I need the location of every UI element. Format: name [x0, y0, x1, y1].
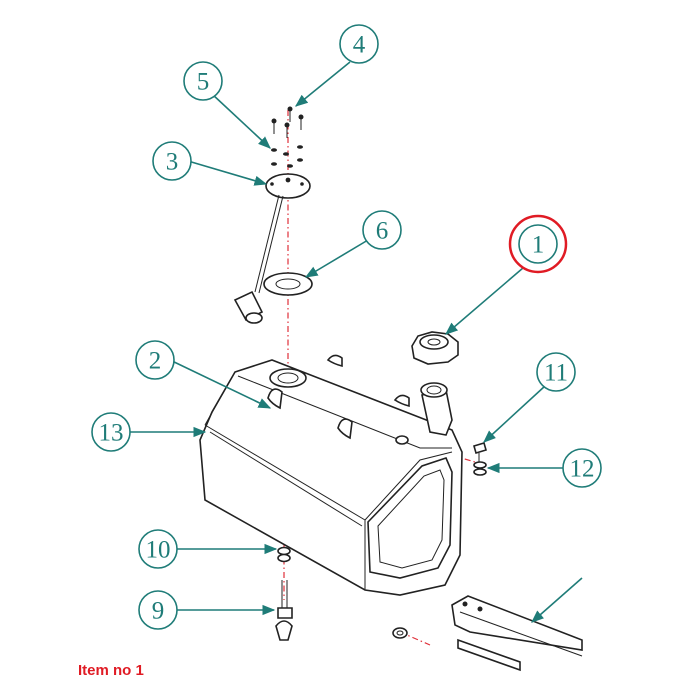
callout-1-label: 1: [532, 232, 545, 259]
callout-3: 3: [152, 141, 192, 181]
callout-4: 4: [339, 24, 379, 64]
leader-1: [445, 261, 531, 335]
leader-11: [483, 385, 546, 443]
callout-2-label: 2: [149, 348, 162, 375]
frame-nut: [392, 627, 408, 639]
leader-4: [295, 61, 351, 107]
fuel-tank: [199, 354, 463, 596]
callout-5-label: 5: [197, 69, 210, 96]
gasket: [263, 272, 313, 296]
callout-2: 2: [135, 340, 175, 380]
callout-1: 1: [508, 214, 568, 274]
callout-13: 13: [91, 412, 131, 452]
sender-flange: [254, 173, 311, 294]
callout-12: 12: [562, 448, 602, 488]
mount-washers: [473, 461, 487, 476]
mount-bolt: [473, 442, 487, 462]
leader-3: [187, 160, 268, 186]
item-caption: Item no 1: [78, 662, 144, 679]
callout-11: 11: [536, 352, 576, 392]
leader-6: [304, 239, 369, 278]
callout-9: 9: [138, 590, 178, 630]
callout-6-label: 6: [376, 218, 389, 245]
fuel-cap: [411, 331, 459, 365]
drain-plug: [275, 580, 293, 641]
callout-10-label: 10: [146, 537, 171, 564]
callout-3-label: 3: [166, 149, 179, 176]
sender-float: [233, 290, 264, 324]
drain-washer: [277, 546, 291, 563]
leader-2: [169, 359, 272, 409]
filler-neck: [420, 382, 453, 436]
screws: [271, 106, 304, 138]
callout-9-label: 9: [152, 598, 165, 625]
callout-4-label: 4: [353, 32, 366, 59]
leader-frame: [531, 577, 583, 623]
callout-10: 10: [138, 529, 178, 569]
callout-5: 5: [183, 61, 223, 101]
callout-13-label: 13: [99, 420, 124, 447]
washers: [271, 145, 303, 168]
callout-6: 6: [362, 210, 402, 250]
callout-12-label: 12: [570, 456, 595, 483]
leader-5: [211, 93, 271, 149]
frame-bracket: [451, 595, 583, 672]
callout-11-label: 11: [544, 360, 568, 387]
